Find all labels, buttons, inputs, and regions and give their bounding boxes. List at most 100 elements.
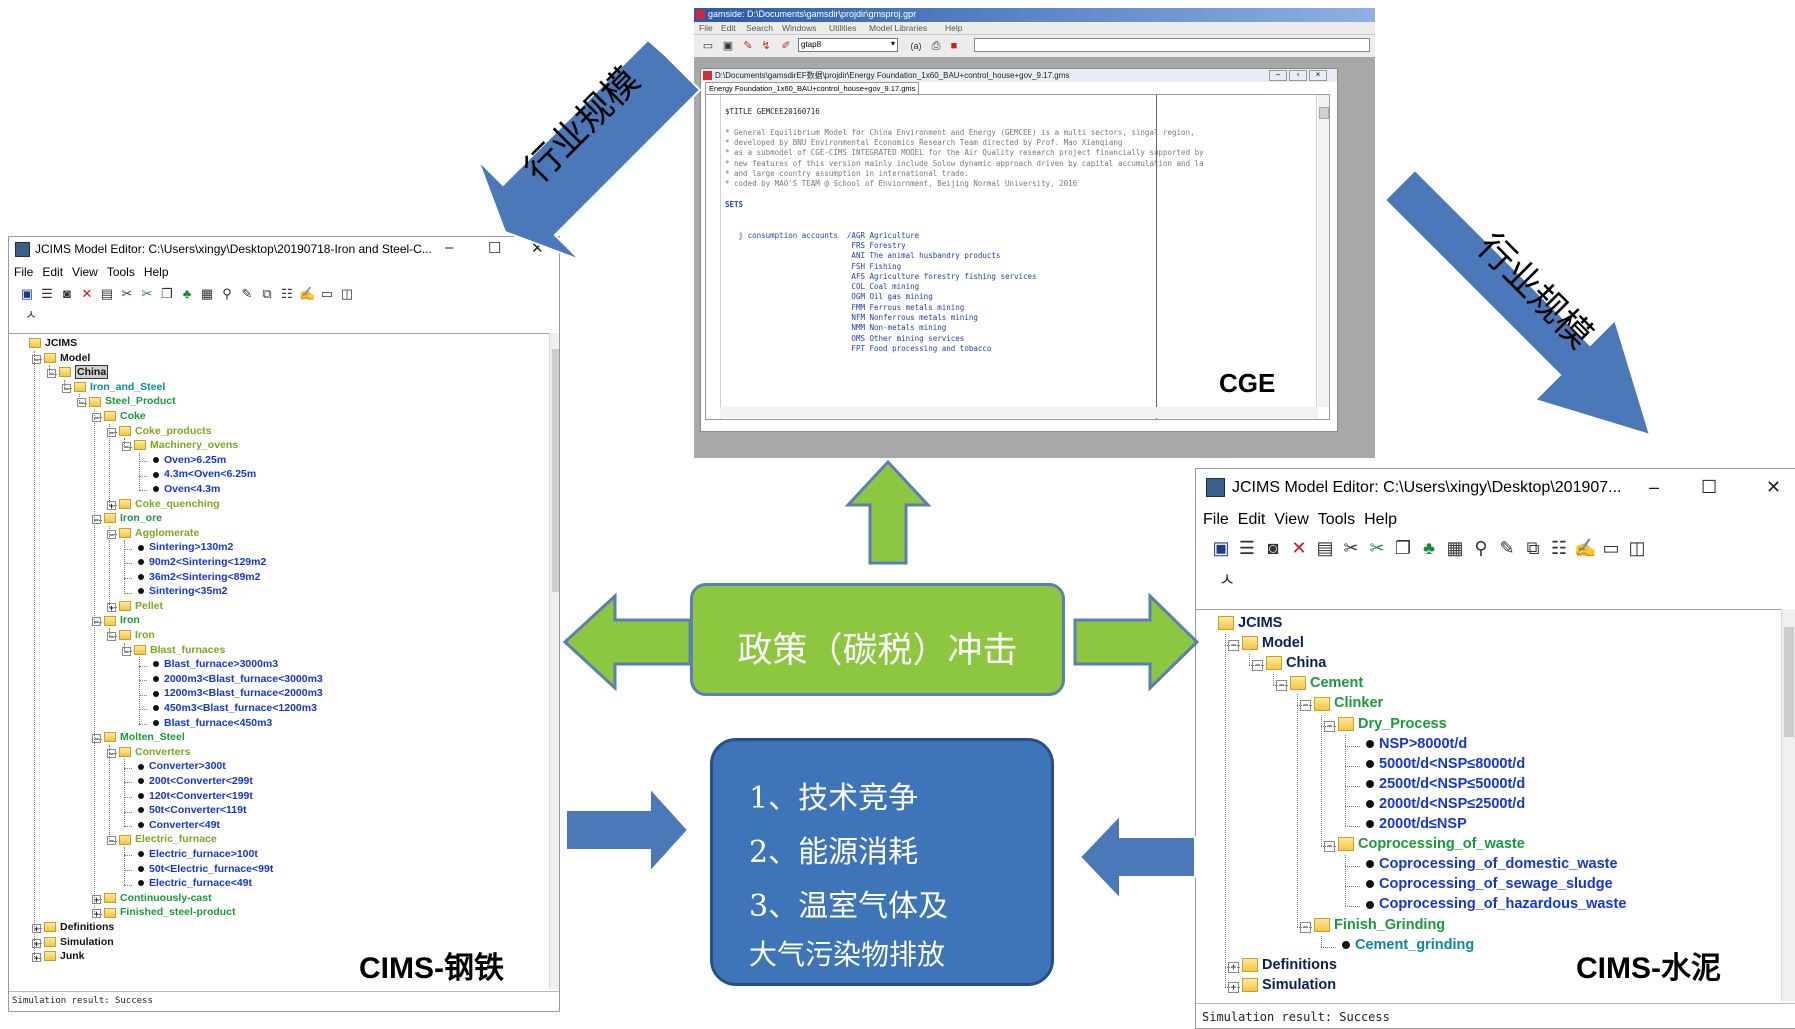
tree-leaf-node[interactable]: Oven<4.3m: [149, 484, 220, 495]
pointer-icon[interactable]: ㅅ: [25, 307, 37, 322]
open-icon[interactable]: ▭: [702, 40, 714, 52]
tree-leaf-node[interactable]: 50t<Converter<119t: [134, 805, 246, 816]
menu-tools[interactable]: Tools: [106, 265, 135, 279]
edit-icon[interactable]: ✍: [299, 285, 316, 301]
report-icon[interactable]: ▦: [1446, 537, 1464, 558]
menu-help[interactable]: Help: [1364, 511, 1398, 528]
cement-scroll-thumb[interactable]: [1784, 627, 1794, 737]
group-icon[interactable]: ☷: [281, 285, 293, 301]
tree-leaf-node[interactable]: 90m2<Sintering<129m2: [134, 557, 266, 568]
tree-leaf-node[interactable]: 1200m3<Blast_furnace<2000m3: [149, 688, 323, 699]
tree-leaf-node[interactable]: Coprocessing_of_domestic_waste: [1362, 857, 1618, 872]
menu-edit[interactable]: Edit: [1237, 511, 1266, 528]
minimize-icon[interactable]: –: [445, 239, 454, 256]
tree-leaf-node[interactable]: 50t<Electric_furnace<99t: [134, 863, 273, 875]
tree-folder-node[interactable]: Electric_furnace: [119, 834, 217, 845]
tree-leaf-node[interactable]: 2000m3<Blast_furnace<3000m3: [149, 674, 323, 685]
panel-icon[interactable]: ▭: [320, 285, 334, 301]
copy-icon[interactable]: ❐: [1394, 537, 1412, 558]
list-icon[interactable]: ☰: [41, 285, 53, 301]
tree-leaf-node[interactable]: 120t<Converter<199t: [134, 790, 253, 802]
tree-folder-node[interactable]: Converters: [119, 747, 190, 758]
tree-folder-node[interactable]: Pellet: [119, 601, 163, 612]
pointer-icon[interactable]: ㅅ: [1218, 570, 1236, 590]
tree-folder-node[interactable]: Molten_Steel: [104, 732, 185, 743]
tree-folder-node[interactable]: Iron_and_Steel: [74, 382, 165, 393]
pencil-icon[interactable]: ✎: [1499, 537, 1515, 558]
tree-folder-node[interactable]: Iron: [119, 630, 155, 641]
code-editor[interactable]: $TITLE GEMCEE20160716* General Equilibri…: [705, 94, 1330, 420]
tree-folder-node[interactable]: Cement: [1290, 676, 1363, 691]
tree-icon[interactable]: ♣: [1423, 537, 1435, 558]
menu-tools[interactable]: Tools: [1317, 511, 1356, 528]
tree-folder-node[interactable]: Model: [44, 352, 90, 364]
tree-folder-node[interactable]: Simulation: [44, 936, 114, 948]
tree-folder-node[interactable]: Finish_Grinding: [1314, 917, 1445, 933]
tree-leaf-node[interactable]: 200t<Converter<299t: [134, 776, 253, 787]
cut-alt-icon[interactable]: ✂: [141, 285, 153, 301]
tree-leaf-node[interactable]: Sintering>130m2: [134, 542, 233, 553]
tree-leaf-node[interactable]: Coprocessing_of_hazardous_waste: [1362, 897, 1626, 912]
delete-icon[interactable]: ✕: [1291, 537, 1307, 558]
save-icon[interactable]: ▣: [722, 40, 734, 52]
window-icon[interactable]: ⧉: [1526, 537, 1540, 558]
gams-menu-edit[interactable]: Edit: [721, 23, 736, 33]
tree-folder-node[interactable]: China: [59, 365, 109, 380]
cut-alt-icon[interactable]: ✂: [1369, 537, 1385, 558]
tree-leaf-node[interactable]: 2000t/d≤NSP: [1362, 817, 1467, 832]
tree-leaf-node[interactable]: 2500t/d<NSP≤5000t/d: [1362, 777, 1525, 792]
split-icon[interactable]: ◫: [340, 285, 354, 301]
tree-folder-node[interactable]: Dry_Process: [1338, 716, 1447, 732]
tree-leaf-node[interactable]: 5000t/d<NSP≤8000t/d: [1362, 756, 1525, 772]
search-icon[interactable]: ⚲: [1474, 537, 1488, 558]
code-scrollbar-v[interactable]: [1318, 95, 1329, 407]
pencil-icon[interactable]: ✎: [241, 285, 253, 301]
close-icon[interactable]: ×: [1309, 70, 1327, 81]
tree-leaf-node[interactable]: Electric_furnace<49t: [134, 878, 252, 889]
tree-folder-node[interactable]: Continuously-cast: [104, 893, 212, 904]
compile-icon[interactable]: ↯: [761, 40, 771, 52]
option-icon[interactable]: (a): [910, 41, 922, 51]
tree-folder-node[interactable]: Blast_furnaces: [134, 644, 225, 656]
tree-leaf-node[interactable]: 4.3m<Oven<6.25m: [149, 469, 256, 480]
search-icon[interactable]: ⚲: [222, 285, 232, 301]
minimize-icon[interactable]: –: [1649, 477, 1660, 497]
maximize-icon[interactable]: ☐: [1701, 477, 1718, 497]
tree-folder-node[interactable]: Coke_quenching: [119, 498, 220, 510]
menu-view[interactable]: View: [1274, 511, 1309, 528]
save-icon[interactable]: ▣: [20, 285, 34, 301]
tree-folder-node[interactable]: Coke: [104, 411, 146, 422]
tree-folder-node[interactable]: Iron: [104, 615, 140, 626]
gams-menu-help[interactable]: Help: [945, 23, 963, 33]
menu-view[interactable]: View: [72, 265, 98, 279]
steel-scroll-thumb[interactable]: [552, 349, 559, 592]
gams-menu-search[interactable]: Search: [746, 23, 773, 33]
menu-help[interactable]: Help: [143, 265, 169, 279]
tree-leaf-node[interactable]: Blast_furnace<450m3: [149, 717, 272, 729]
tree-folder-node[interactable]: Coprocessing_of_waste: [1338, 837, 1525, 852]
tree-folder-node[interactable]: Simulation: [1242, 978, 1336, 993]
document-tab[interactable]: Energy Foundation_1x60_BAU+control_house…: [705, 82, 920, 95]
cut-icon[interactable]: ✂: [1343, 537, 1359, 558]
gams-menu-model-libraries[interactable]: Model Libraries: [869, 23, 928, 33]
code-scrollbar-h[interactable]: [720, 407, 1318, 418]
tree-leaf-node[interactable]: 450m3<Blast_furnace<1200m3: [149, 703, 317, 714]
delete-icon[interactable]: ✕: [81, 285, 93, 301]
menu-file[interactable]: File: [14, 265, 34, 279]
gams-menu-utilities[interactable]: Utilities: [829, 23, 857, 33]
tree-folder-node[interactable]: Agglomerate: [119, 528, 199, 539]
tree-leaf-node[interactable]: 2000t/d<NSP≤2500t/d: [1362, 797, 1525, 812]
camera-icon[interactable]: ◙: [63, 285, 71, 301]
edit-icon[interactable]: ✍: [1574, 537, 1597, 558]
run-icon[interactable]: ✎: [743, 40, 753, 52]
tree-leaf-node[interactable]: Sintering<35m2: [134, 586, 228, 597]
paste-icon[interactable]: ▤: [100, 285, 114, 301]
minimize-icon[interactable]: –: [1269, 70, 1287, 81]
close-icon[interactable]: ✕: [1766, 477, 1782, 497]
tree-folder-node[interactable]: Junk: [44, 951, 85, 962]
gams-command-field[interactable]: [974, 38, 1370, 52]
restore-icon[interactable]: ▫: [1289, 70, 1307, 81]
group-icon[interactable]: ☷: [1550, 537, 1568, 558]
